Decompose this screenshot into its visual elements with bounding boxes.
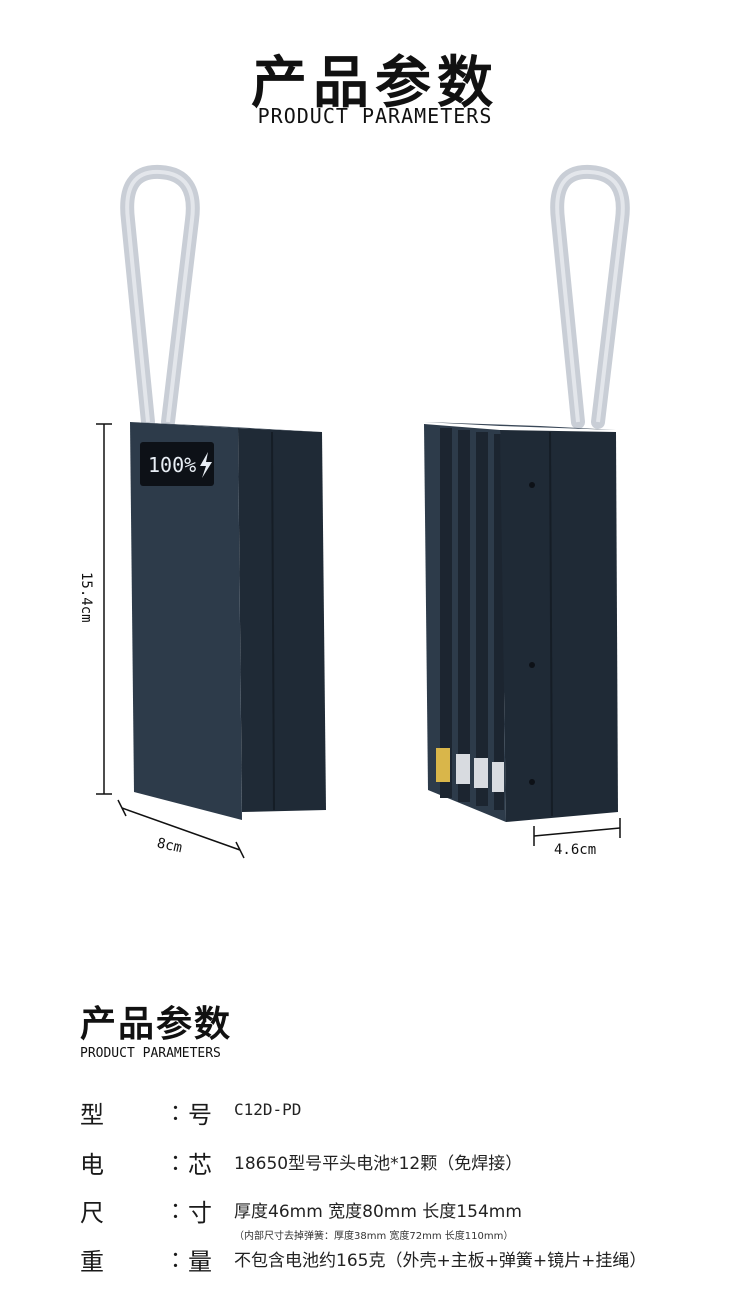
display-reading: 100%: [148, 453, 196, 477]
spec-value-size: 厚度46mm 宽度80mm 长度154mm: [234, 1202, 522, 1222]
height-label: 15.4cm: [78, 572, 94, 623]
cable-connector-3: [492, 762, 504, 792]
usb-a-connector: [436, 748, 450, 782]
spec-value-model: C12D-PD: [234, 1100, 302, 1119]
bolt-icon: [200, 452, 212, 478]
page-subtitle: PRODUCT PARAMETERS: [257, 104, 493, 128]
battery-display: [140, 442, 214, 486]
spec-value-weight: 不包含电池约165克（外壳+主板+弹簧+镜片+挂绳）: [234, 1251, 647, 1271]
size-note: （内部尺寸去掉弹簧：厚度38mm 宽度72mm 长度110mm）: [234, 1231, 514, 1242]
spec-value-cell: 18650型号平头电池*12颗（免焊接）: [234, 1154, 523, 1174]
front-view-power-bank: 100% 15.4cm 8cm: [78, 164, 326, 859]
spec-row-size: 尺寸 ： 厚度46mm 宽度80mm 长度154mm: [80, 1193, 522, 1228]
back-view-power-bank: 4.6cm: [424, 164, 630, 858]
cable-connector-2: [474, 758, 488, 788]
spec-row-cell: 电芯 ： 18650型号平头电池*12颗（免焊接）: [80, 1145, 522, 1180]
front-face: [130, 422, 242, 820]
back-face: [500, 430, 618, 822]
specs-title: 产品参数: [80, 1004, 233, 1045]
cable-connector-1: [456, 754, 470, 784]
product-illustration: 100% 15.4cm 8cm: [78, 164, 630, 859]
specs-subtitle: PRODUCT PARAMETERS: [80, 1046, 221, 1061]
page-title: 产品参数: [251, 51, 499, 116]
spec-row-model: 型号 ： C12D-PD: [80, 1095, 301, 1130]
width-label: 8cm: [155, 835, 183, 856]
front-side-face: [238, 428, 326, 812]
spec-row-weight: 重量 ： 不包含电池约165克（外壳+主板+弹簧+镜片+挂绳）: [80, 1242, 646, 1277]
depth-label: 4.6cm: [554, 842, 596, 858]
